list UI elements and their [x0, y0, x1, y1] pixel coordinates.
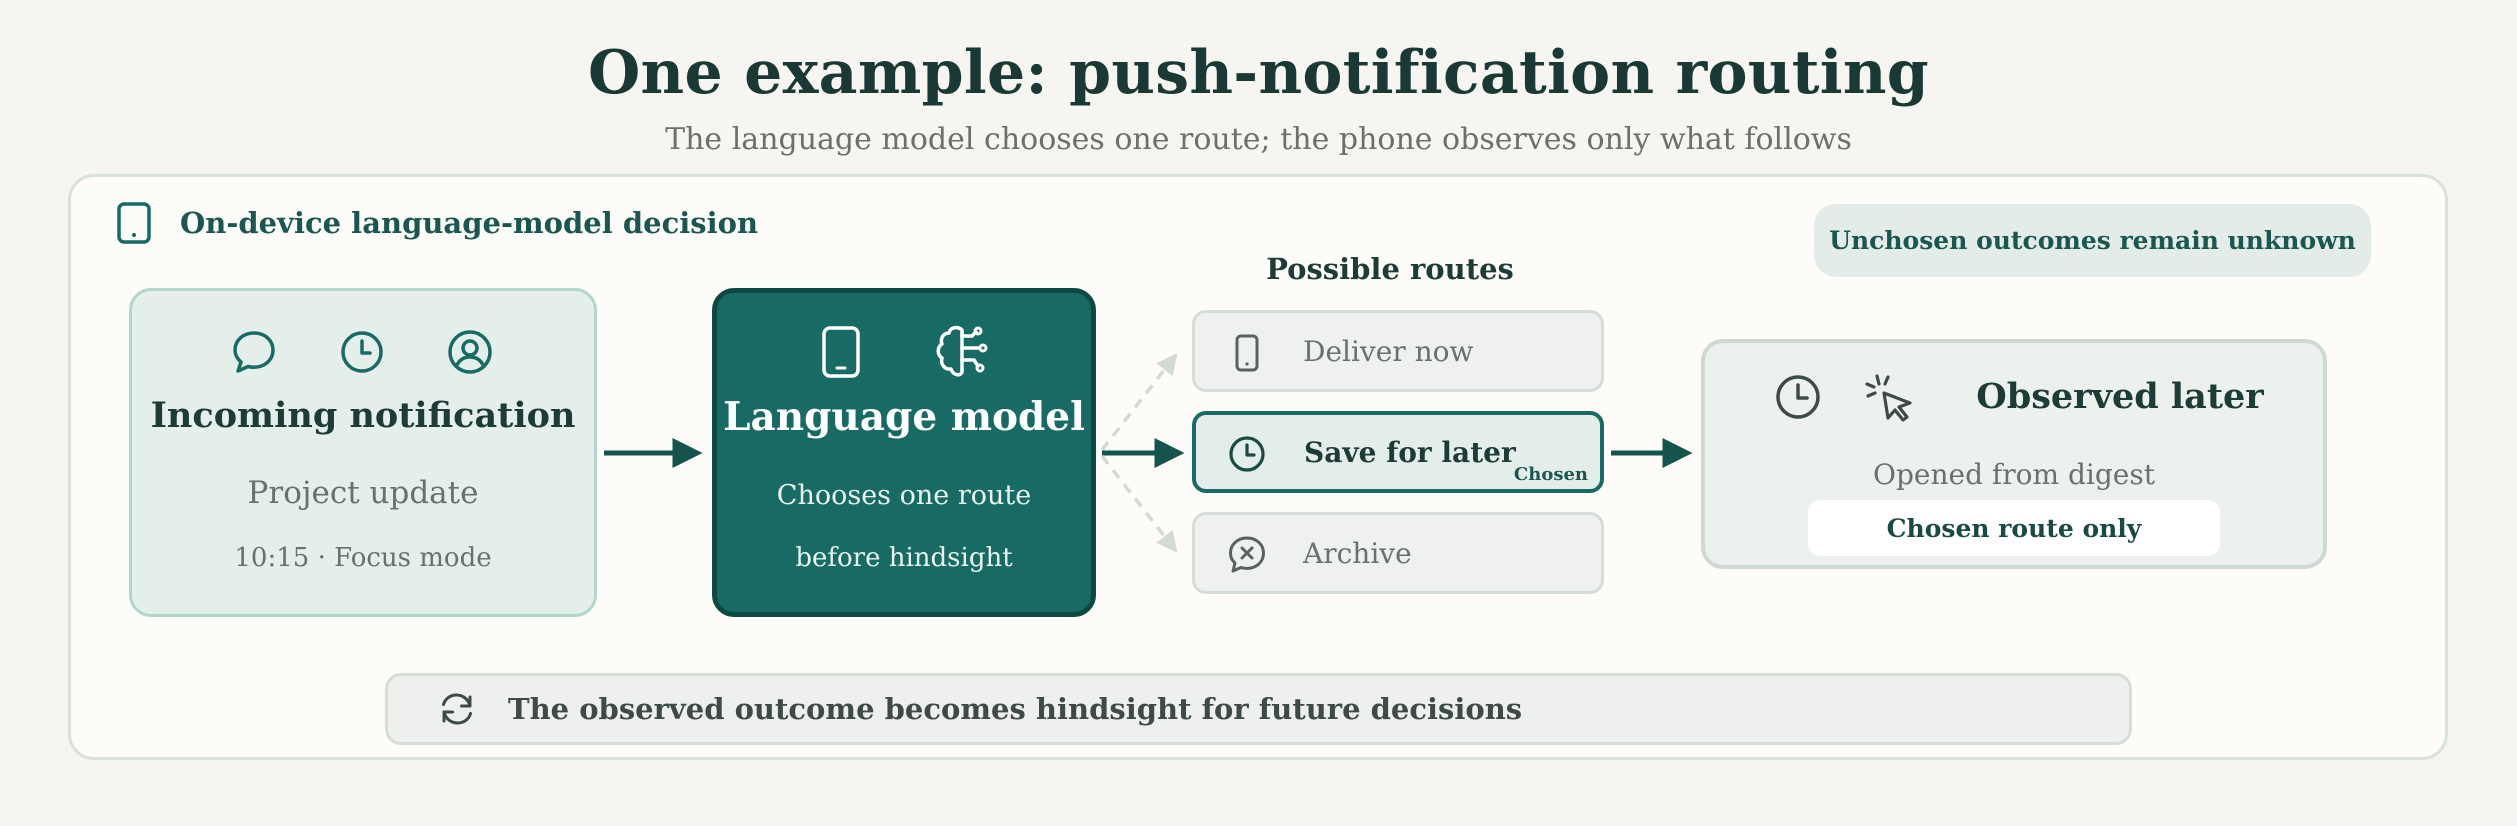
- observed-subtitle: Opened from digest: [1873, 458, 2155, 491]
- route-label: Archive: [1303, 536, 1412, 570]
- model-title: Language model: [723, 394, 1085, 440]
- route-label: Deliver now: [1303, 334, 1474, 368]
- route-label: Save for later: [1304, 435, 1516, 469]
- phone-icon: [822, 326, 860, 378]
- model-line-2: before hindsight: [795, 543, 1013, 573]
- cursor-click-icon: [1865, 374, 1912, 422]
- refresh-icon: [442, 693, 472, 725]
- footer-bar: [385, 673, 2132, 745]
- routes-title: Possible routes: [1266, 252, 1514, 286]
- page-title: One example: push-notification routing: [587, 38, 1930, 108]
- archive-x-icon: [1229, 536, 1265, 573]
- route-save-for-later: Save for later Chosen: [1192, 411, 1604, 493]
- incoming-meta: 10:15 · Focus mode: [234, 543, 492, 573]
- unknown-outcomes-note: Unchosen outcomes remain unknown: [1814, 204, 2371, 277]
- language-model-card: [712, 288, 1096, 617]
- chosen-tag: Chosen: [1513, 464, 1588, 485]
- incoming-subtitle: Project update: [247, 475, 479, 511]
- incoming-title: Incoming notification: [150, 395, 576, 436]
- chosen-route-only-badge: Chosen route only: [1808, 500, 2220, 556]
- route-archive: Archive: [1192, 512, 1604, 594]
- chat-bubble-icon: [233, 331, 275, 373]
- route-deliver-now: Deliver now: [1192, 310, 1604, 392]
- model-line-1: Chooses one route: [776, 480, 1032, 511]
- phone-icon: [117, 202, 151, 244]
- panel-title: On-device language-model decision: [180, 206, 759, 240]
- phone-icon: [1235, 334, 1259, 372]
- page-subtitle: The language model chooses one route; th…: [665, 122, 1852, 157]
- brain-icon: [936, 325, 988, 377]
- clock-icon: [1776, 375, 1820, 419]
- observed-title: Observed later: [1976, 376, 2264, 417]
- clock-icon: [341, 331, 383, 373]
- clock-icon: [1229, 436, 1265, 472]
- user-circle-icon: [448, 330, 492, 374]
- footer-text: The observed outcome becomes hindsight f…: [508, 692, 1523, 726]
